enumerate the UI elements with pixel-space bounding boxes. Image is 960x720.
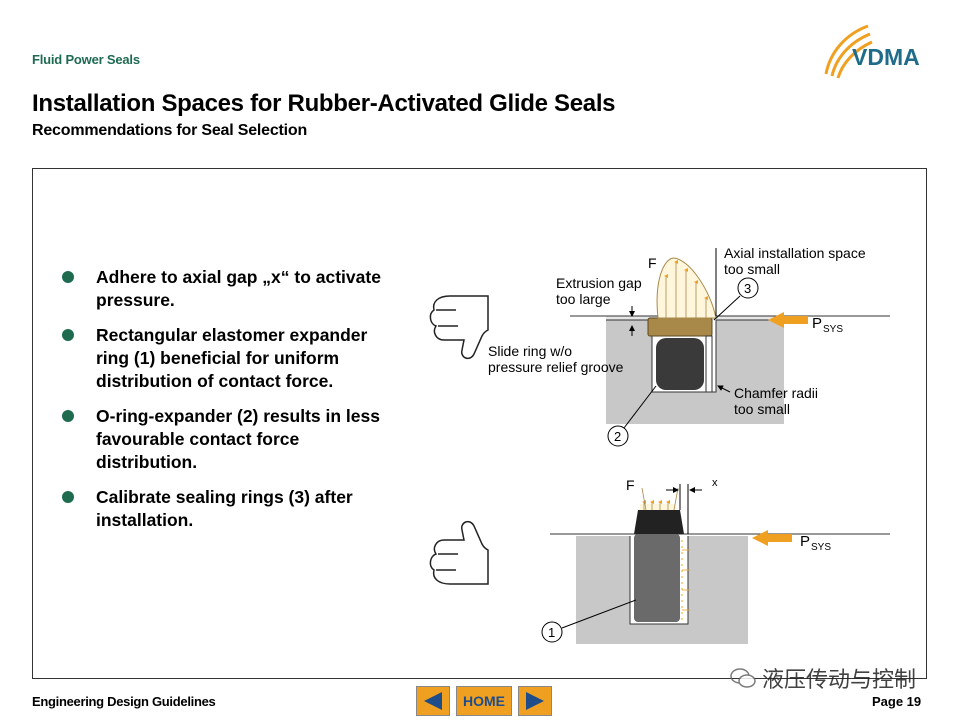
bullet-dot-icon xyxy=(62,329,74,341)
pressure-subscript: SYS xyxy=(823,324,843,335)
force-label: F xyxy=(648,255,657,271)
wechat-icon xyxy=(730,668,756,688)
seal-diagram: F Extrusion gap too large Axial installa… xyxy=(429,245,890,644)
callout-3-number: 3 xyxy=(744,281,751,296)
callout-1-number: 1 xyxy=(548,625,555,640)
next-page-button[interactable] xyxy=(518,686,552,716)
extrusion-gap-label: too large xyxy=(556,291,611,307)
bullet-item: Adhere to axial gap „x“ to activate pres… xyxy=(60,266,390,312)
bullet-item: O-ring-expander (2) results in less favo… xyxy=(60,405,390,474)
watermark-text: 液压传动与控制 xyxy=(762,667,917,692)
pressure-arrow-bottom: P SYS xyxy=(752,530,831,553)
bullet-text: Rectangular elastomer expander ring (1) … xyxy=(96,325,368,391)
page-number: Page 19 xyxy=(872,694,922,709)
force-label: F xyxy=(626,477,635,493)
pressure-label: P xyxy=(812,315,822,332)
bullet-dot-icon xyxy=(62,491,74,503)
pressure-label: P xyxy=(800,533,810,550)
footer-title: Engineering Design Guidelines xyxy=(32,694,216,709)
watermark: 液压传动与控制 xyxy=(730,662,916,694)
bullet-dot-icon xyxy=(62,271,74,283)
pressure-subscript: SYS xyxy=(811,542,831,553)
axial-space-label: Axial installation space xyxy=(724,245,866,261)
bullet-dot-icon xyxy=(62,410,74,422)
callout-2-number: 2 xyxy=(614,429,621,444)
thumbs-down-icon xyxy=(429,295,489,360)
logo-text: VDMA xyxy=(852,44,920,70)
bullet-list: Adhere to axial gap „x“ to activate pres… xyxy=(60,266,390,544)
previous-page-button[interactable] xyxy=(416,686,450,716)
arrow-left-icon xyxy=(424,692,442,710)
top-force-profile: F xyxy=(648,255,717,319)
content-frame xyxy=(32,168,927,679)
slide-ring-label: Slide ring w/o xyxy=(488,343,572,359)
bullet-item: Rectangular elastomer expander ring (1) … xyxy=(60,324,390,393)
pressure-arrow-top: P SYS xyxy=(768,312,843,335)
bottom-force-profile: F xyxy=(626,477,690,620)
bottom-seal-housing xyxy=(550,484,890,644)
chamfer-label: too small xyxy=(734,401,790,417)
chamfer-label: Chamfer radii xyxy=(734,385,818,401)
top-seal-housing xyxy=(570,315,890,424)
bullet-text: O-ring-expander (2) results in less favo… xyxy=(96,406,380,472)
gap-label: x xyxy=(712,477,718,489)
extrusion-gap-label: Extrusion gap xyxy=(556,275,642,291)
home-button[interactable]: HOME xyxy=(456,686,512,716)
callout-1 xyxy=(541,621,563,643)
callout-2 xyxy=(607,425,629,447)
slide-ring-label: pressure relief groove xyxy=(488,359,624,375)
bullet-text: Adhere to axial gap „x“ to activate pres… xyxy=(96,267,381,310)
page-title: Installation Spaces for Rubber-Activated… xyxy=(32,90,616,117)
thumbs-up-icon xyxy=(429,520,489,585)
vdma-logo: VDMA xyxy=(824,24,920,79)
axial-space-label: too small xyxy=(724,261,780,277)
callout-3 xyxy=(737,277,759,299)
page-subtitle: Recommendations for Seal Selection xyxy=(32,122,308,139)
section-label: Fluid Power Seals xyxy=(32,52,140,67)
bullet-text: Calibrate sealing rings (3) after instal… xyxy=(96,487,353,530)
bullet-item: Calibrate sealing rings (3) after instal… xyxy=(60,486,390,532)
arrow-right-icon xyxy=(526,692,544,710)
axial-gap-indicator: x xyxy=(666,477,718,493)
